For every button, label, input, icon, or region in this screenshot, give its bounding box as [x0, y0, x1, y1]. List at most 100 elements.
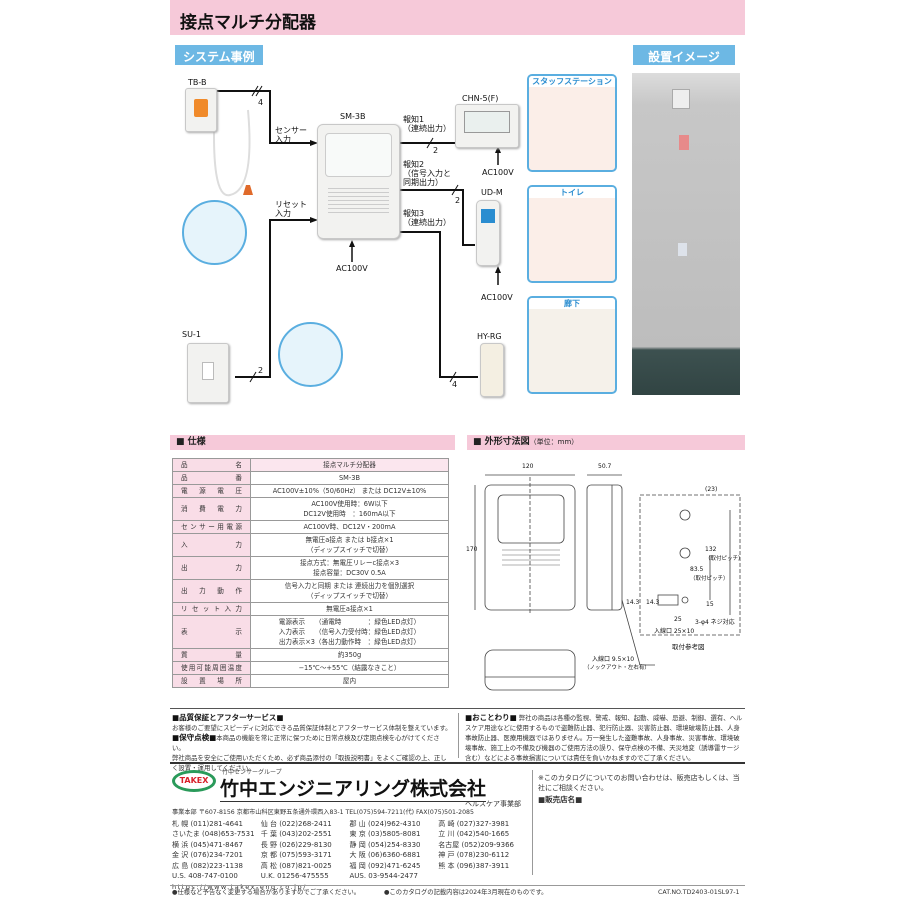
spec-label: 出力: [172, 556, 251, 580]
output2-label: 報知2 （信号入力と 同期出力）: [403, 160, 451, 187]
office-phone: 東 京 (03)5805-8081: [349, 830, 421, 838]
office-phone: 大 阪 (06)6360-6881: [349, 851, 421, 859]
company-url[interactable]: https://www.takex-eng.co.jp/: [172, 882, 307, 891]
wire-count-chn: 2: [433, 146, 439, 155]
office-phone: 熊 本 (096)387-3911: [438, 861, 510, 870]
device-label-su: SU-1: [182, 330, 201, 339]
contact-note: ※このカタログについてのお問い合わせは、販売店もしくは、当社にご相談ください。: [538, 774, 740, 792]
office-phone: 福 岡 (092)471-6245: [349, 861, 421, 870]
sm-3b-device: [317, 124, 400, 239]
panel-title: 廊下: [529, 298, 615, 309]
panel-title: トイレ: [529, 187, 615, 198]
wire-tb: [217, 90, 310, 144]
office-phone: 静 岡 (054)254-8330: [349, 840, 421, 849]
office-phone: AUS. 03-9544-2477: [349, 872, 418, 880]
divider: [458, 713, 459, 758]
spec-heading: ■ 仕様: [170, 435, 455, 450]
device-label-tb: TB-B: [188, 78, 207, 87]
quality-notes: ■品質保証とアフターサービス■ お客様のご要望にスピーディに対応できる品質保証体…: [172, 713, 452, 773]
office-phone: 札 幌 (011)281-4641: [172, 819, 243, 828]
spec-value: 無電圧a接点×1: [250, 602, 449, 616]
ac100v-label-udm: AC100V: [481, 293, 513, 302]
office-phone: 長 野 (026)229-8130: [260, 840, 332, 849]
ac100v-label-sm: AC100V: [336, 264, 368, 273]
dim-h1: 14.3: [626, 599, 640, 606]
footer-note-left: ●仕様など予告なく変更する場合がありますのでご了承ください。: [172, 889, 361, 896]
spec-row: 入力無電圧a接点 または b接点×1 （ディップスイッチで切替）: [172, 533, 449, 557]
divider: [170, 708, 745, 709]
wire-hy: [400, 231, 478, 378]
wire-udm: [400, 189, 475, 246]
footer-note-date: ●このカタログの記載内容は2024年3月現在のものです。: [384, 889, 548, 896]
reset-input-label: リセット 入力: [275, 200, 307, 218]
spec-row: 質量約350g: [172, 648, 449, 662]
office-phone: 仙 台 (022)268-2411: [260, 819, 332, 828]
page-title: 接点マルチ分配器: [180, 13, 316, 33]
office-phone: U.S. 408-747-0100: [172, 872, 238, 880]
spec-row: 使用可能周囲温度−15℃〜+55℃（結露なきこと）: [172, 661, 449, 675]
toilet-illustration: [182, 200, 247, 265]
qa-title: ■品質保証とアフターサービス■: [172, 713, 284, 722]
dim-top: (23): [705, 486, 718, 493]
office-phone: 京 都 (075)593-3171: [260, 851, 332, 859]
office-phone: 高 松 (087)821-0025: [260, 861, 332, 870]
spec-value: 無電圧a接点 または b接点×1 （ディップスイッチで切替）: [250, 533, 449, 557]
spec-row: 出力動作信号入力と同期 または 連続出力を個別選択 （ディップスイッチで切替）: [172, 579, 449, 603]
office-phone: さいたま (048)653-7531: [172, 830, 255, 838]
spec-label: 設置場所: [172, 674, 251, 688]
company-group: 竹中センサーグループ: [222, 769, 282, 776]
dim-depth: 50.7: [598, 463, 612, 470]
sensor-input-label: センサー 入力: [275, 126, 307, 144]
spec-row: 表示電源表示 （通電時 ：緑色LED点灯） 入力表示 （信号入力受付時：緑色LE…: [172, 615, 449, 649]
spec-label: 品番: [172, 471, 251, 485]
chn-5f-device: [455, 104, 519, 148]
office-phone: 千 葉 (043)202-2551: [260, 830, 332, 838]
device-label-sm: SM-3B: [340, 112, 366, 121]
disclaimer-title: ■おことわり■: [465, 713, 517, 722]
divider: [532, 770, 533, 875]
device-label-hy: HY-RG: [477, 332, 502, 341]
company-division: ヘルスケア事業部: [465, 800, 521, 808]
divider: [170, 762, 745, 764]
output3-label: 報知3 （連続出力）: [403, 209, 451, 227]
spec-label: センサー用電源: [172, 520, 251, 534]
panel-toilet: トイレ: [527, 185, 617, 283]
operator-illustration: [278, 322, 343, 387]
dim-width: 120: [522, 463, 534, 470]
dim-bottom: 15: [706, 601, 714, 608]
catalog-number: CAT.NO.TD2403-01SL97-1: [658, 889, 740, 896]
spec-label: 電源電圧: [172, 484, 251, 498]
page-header: 接点マルチ分配器: [170, 0, 745, 35]
spec-label: 消費電力: [172, 497, 251, 521]
panel-corridor: 廊下: [527, 296, 617, 394]
spec-value: 電源表示 （通電時 ：緑色LED点灯） 入力表示 （信号入力受付時：緑色LED点…: [250, 615, 449, 649]
disclaimer-text: 弊社の商品は各種の監視、警戒、報知、起動、威嚇、忌避、制御、選有、ヘルスケア用途…: [465, 714, 743, 762]
mounting-reference-label: 取付参考図: [672, 643, 705, 651]
spec-value: 接点方式：無電圧リレーc接点×3 接点容量：DC30V 0.5A: [250, 556, 449, 580]
spec-label: リセット入力: [172, 602, 251, 616]
office-phone: 広 島 (082)223-1138: [172, 861, 243, 870]
wiring-diagram: [213, 85, 501, 383]
dimension-drawing: [474, 474, 741, 691]
install-image-heading: 設置イメージ: [633, 45, 735, 65]
spec-label: 使用可能周囲温度: [172, 661, 251, 675]
dim-pitch1-label: （取付ピッチ）: [690, 576, 729, 582]
divider: [170, 885, 745, 886]
spec-label: 質量: [172, 648, 251, 662]
device-label-udm: UD-M: [481, 188, 503, 197]
wire-count-tb: 4: [258, 98, 264, 107]
spec-label: 入力: [172, 533, 251, 557]
disclaimer: ■おことわり■ 弊社の商品は各種の監視、警戒、報知、起動、威嚇、忌避、制御、選有…: [465, 713, 745, 763]
office-row: U.S. 408-747-0100 U.K. 01256-475555 AUS. 0…: [172, 871, 527, 882]
hy-rg-device: [480, 343, 504, 397]
spec-label: 表示: [172, 615, 251, 649]
wire-count-udm: 2: [455, 196, 461, 205]
dim-height: 170: [466, 546, 478, 553]
dim-entry-width: 25: [674, 616, 682, 623]
office-phone: U.K. 01256-475555: [260, 872, 329, 880]
